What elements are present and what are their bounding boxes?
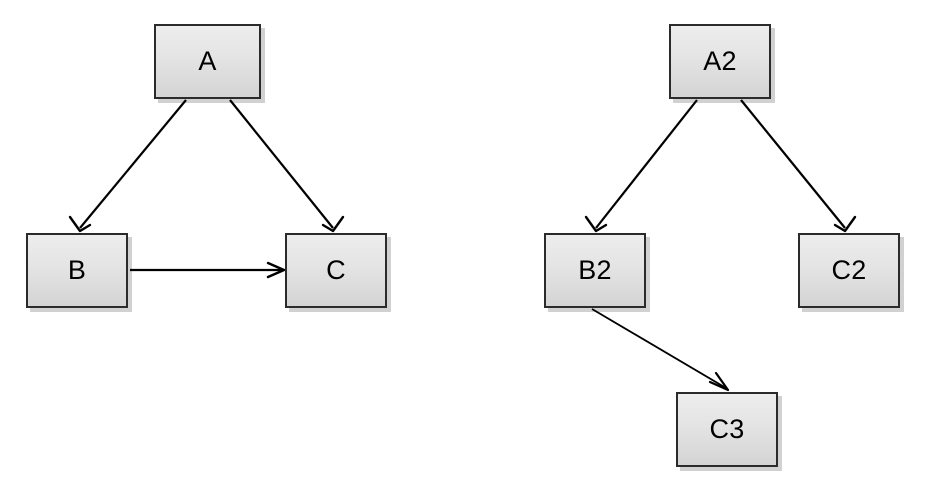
node-a2[interactable]: A2 xyxy=(669,24,771,99)
edge-a2-to-b2 xyxy=(584,99,698,233)
node-b2-label: B2 xyxy=(578,255,612,285)
edge-b-to-c xyxy=(130,261,286,279)
node-b2[interactable]: B2 xyxy=(544,233,646,308)
edge-a-to-c xyxy=(229,99,345,233)
node-c3[interactable]: C3 xyxy=(676,392,778,467)
node-a2-label: A2 xyxy=(703,46,737,76)
edge-a-to-b xyxy=(68,99,187,233)
node-a-label: A xyxy=(198,46,217,76)
node-a[interactable]: A xyxy=(154,24,261,99)
node-c2[interactable]: C2 xyxy=(798,233,900,308)
node-b-label: B xyxy=(67,255,87,285)
edge-a2-to-c2 xyxy=(740,99,857,233)
node-c-label: C xyxy=(326,255,346,285)
node-c3-label: C3 xyxy=(709,414,745,444)
edge-b2-to-c3 xyxy=(591,308,730,392)
node-b[interactable]: B xyxy=(26,233,128,308)
node-c2-label: C2 xyxy=(831,255,867,285)
node-c[interactable]: C xyxy=(285,233,387,308)
